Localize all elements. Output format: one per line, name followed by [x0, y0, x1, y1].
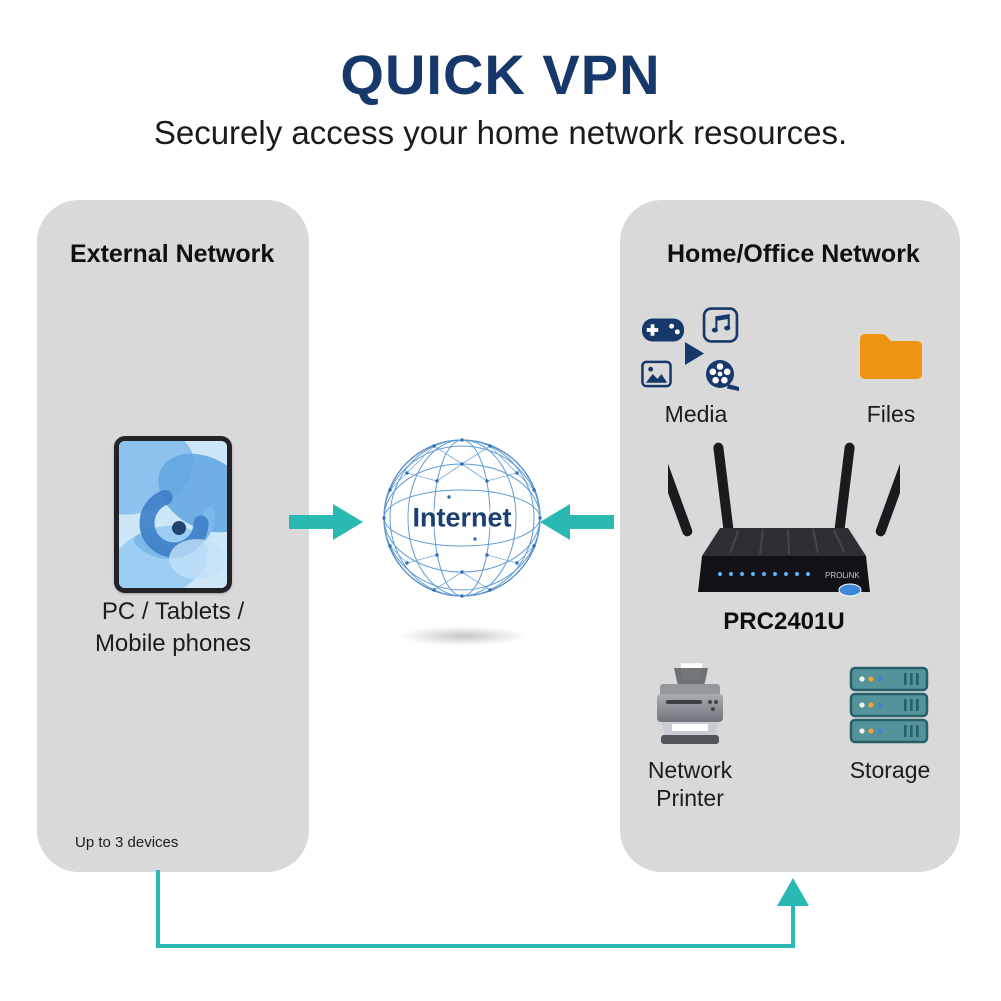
folder-icon — [860, 334, 922, 379]
router-brand-text: PROLiNK — [825, 571, 860, 580]
tablet-screen — [119, 441, 227, 588]
router-model-label: PRC2401U — [723, 608, 845, 635]
device-caption-line1: PC / Tablets / — [101, 598, 245, 625]
play-icon — [685, 342, 704, 365]
arrow-external-to-internet — [289, 504, 363, 540]
external-network-panel: External Network PC / Tablets / Mobile p… — [37, 200, 309, 872]
vpn-connection-line — [156, 870, 809, 948]
printer-label: Network Printer — [630, 756, 750, 812]
vpn-connection-arrowhead — [777, 878, 809, 906]
tablet-device-image — [114, 436, 232, 593]
home-office-network-panel: Home/Office Network — [620, 200, 960, 872]
page-subtitle: Securely access your home network resour… — [153, 114, 848, 151]
printer-icon — [657, 662, 723, 744]
internet-label: Internet — [412, 502, 512, 533]
globe-shadow — [398, 626, 528, 646]
printer-label-line1: Network — [647, 757, 733, 783]
picture-icon — [641, 360, 672, 388]
gamepad-icon — [642, 318, 684, 342]
internet-globe: Internet — [377, 433, 547, 603]
music-icon — [702, 307, 739, 343]
storage-label: Storage — [849, 757, 931, 783]
home-office-network-heading: Home/Office Network — [667, 240, 920, 268]
external-network-heading: External Network — [70, 240, 275, 268]
film-reel-icon — [706, 360, 739, 391]
router-badge — [838, 583, 862, 597]
router-image: PROLiNK — [668, 442, 900, 597]
tablet-wallpaper-swirl — [119, 441, 227, 588]
page-title: QUICK VPN — [340, 43, 661, 106]
globe-wireframe — [382, 438, 542, 598]
storage-icon — [849, 666, 929, 744]
printer-label-line2: Printer — [656, 785, 724, 812]
device-caption-line2: Mobile phones — [94, 630, 252, 658]
arrow-home-to-internet — [540, 504, 614, 540]
device-caption: PC / Tablets / Mobile phones — [37, 596, 309, 661]
media-icons-group — [638, 306, 754, 400]
media-label: Media — [664, 401, 728, 427]
files-label: Files — [866, 401, 916, 427]
device-limit-note: Up to 3 devices — [75, 834, 179, 851]
